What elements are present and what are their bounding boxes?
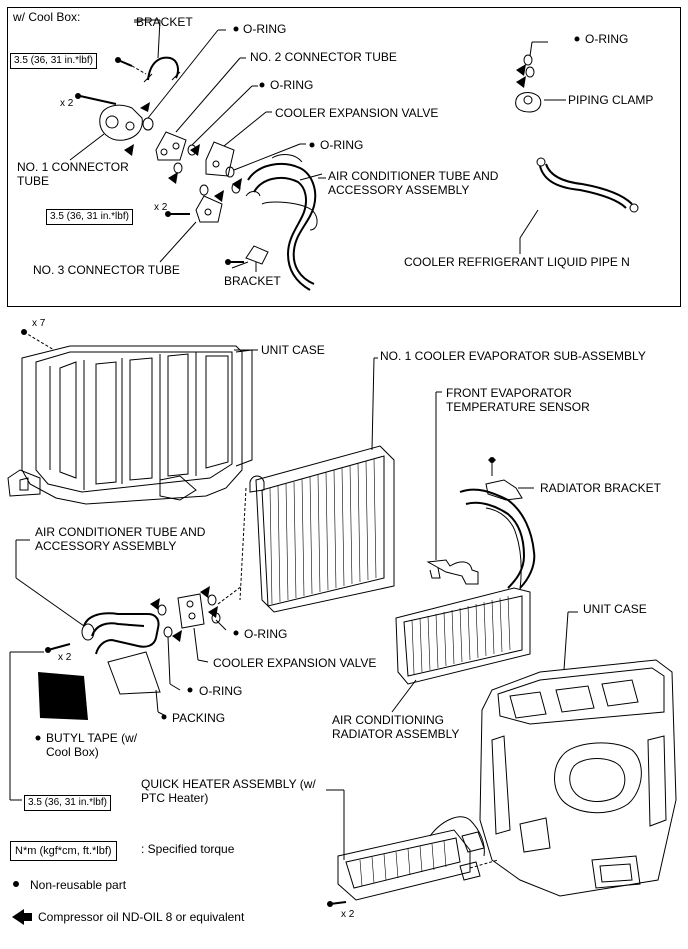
legend-nonreusable: Non-reusable part — [30, 878, 127, 892]
cooler-expansion-valve-part-coolbox — [205, 111, 272, 177]
unit-case-top-part — [7, 331, 258, 505]
label-radiator-line1: AIR CONDITIONING — [332, 713, 445, 727]
label-no2-connector-tube: NO. 2 CONNECTOR TUBE — [250, 50, 397, 64]
label-packing: PACKING — [172, 711, 226, 725]
legend-torque-desc: : Specified torque — [141, 842, 235, 856]
oring-group-3 — [225, 143, 306, 178]
label-oring-2: O-RING — [270, 78, 314, 92]
label-cooler-refrigerant-pipe: COOLER REFRIGERANT LIQUID PIPE N — [404, 255, 630, 269]
label-front-sensor-line2: TEMPERATURE SENSOR — [446, 400, 590, 414]
label-butyl-line1: BUTYL TAPE (w/ — [46, 731, 138, 745]
label-quick-heater-line2: PTC Heater) — [141, 791, 209, 805]
label-unit-case-right: UNIT CASE — [583, 602, 647, 616]
quantity-label-2: x 2 — [154, 202, 168, 213]
label-butyl-line2: Cool Box) — [46, 745, 99, 759]
label-ac-tube-coolbox-line2: ACCESSORY ASSEMBLY — [328, 183, 470, 197]
legend-compressor-oil: Compressor oil ND-OIL 8 or equivalent — [38, 910, 245, 924]
label-ac-tube-coolbox-line1: AIR CONDITIONER TUBE AND — [328, 169, 499, 183]
label-radiator-bracket: RADIATOR BRACKET — [540, 481, 661, 495]
front-evaporator-temperature-sensor-part — [426, 391, 479, 585]
quantity-label-heater: x 2 — [341, 909, 355, 920]
quantity-label-tube: x 2 — [58, 652, 72, 663]
no2-connector-tube-part — [155, 57, 246, 161]
cool-box-frame — [7, 7, 681, 307]
oring-group-1 — [142, 29, 226, 131]
torque-spec-2: 3.5 (36, 31 in.*lbf) — [46, 209, 133, 225]
compressor-oil-arrow-icon — [12, 909, 32, 925]
label-oring-3: O-RING — [320, 138, 364, 152]
oring-group-2 — [187, 85, 258, 156]
label-cooler-expansion-valve-main: COOLER EXPANSION VALVE — [213, 656, 377, 670]
label-no3-connector-tube: NO. 3 CONNECTOR TUBE — [33, 263, 180, 277]
quantity-label-unit-case: x 7 — [32, 318, 46, 329]
cooler-refrigerant-liquid-pipe-part — [519, 157, 639, 254]
cooler-expansion-valve-part-main — [177, 593, 209, 663]
label-oring-right: O-RING — [585, 32, 629, 46]
no3-connector-tube-part — [159, 195, 223, 263]
radiator-bracket-part — [459, 459, 536, 591]
torque-spec-3: 3.5 (36, 31 in.*lbf) — [24, 795, 111, 811]
coolbox-title: w/ Cool Box: — [13, 10, 81, 24]
label-ac-tube-main-line1: AIR CONDITIONER TUBE AND — [35, 525, 206, 539]
quick-heater-part — [326, 789, 499, 901]
ac-tube-assembly-part-coolbox — [245, 154, 323, 291]
label-evaporator: NO. 1 COOLER EVAPORATOR SUB-ASSEMBLY — [380, 349, 646, 363]
torque-spec-1: 3.5 (36, 31 in.*lbf) — [10, 53, 97, 69]
bracket-top-part — [134, 19, 181, 83]
packing-part — [107, 651, 167, 717]
label-bracket-bottom: BRACKET — [224, 274, 281, 288]
quantity-label-1: x 2 — [60, 98, 74, 109]
label-no1-connector-line2: TUBE — [17, 174, 50, 188]
label-bracket-top: BRACKET — [136, 15, 193, 29]
label-front-sensor-line1: FRONT EVAPORATOR — [446, 386, 572, 400]
no1-connector-tube-part — [69, 104, 143, 161]
label-ac-tube-main-line2: ACCESSORY ASSEMBLY — [35, 539, 177, 553]
label-unit-case-top: UNIT CASE — [261, 343, 325, 357]
bracket-bottom-part — [228, 245, 269, 272]
label-radiator-line2: RADIATOR ASSEMBLY — [332, 727, 460, 741]
label-oring-b: O-RING — [199, 684, 243, 698]
right-oring-parts — [523, 41, 548, 78]
butyl-tape-part — [38, 672, 88, 720]
oring-parts-main — [157, 585, 243, 691]
label-no1-connector-line1: NO. 1 CONNECTOR — [17, 160, 129, 174]
non-reusable-bullet-icon — [13, 881, 19, 887]
radiator-part — [391, 587, 531, 713]
label-cooler-expansion-valve-coolbox: COOLER EXPANSION VALVE — [275, 106, 439, 120]
ac-tube-assembly-part-main — [15, 539, 160, 655]
legend-torque-box: N*m (kgf*cm, ft.*lbf) — [10, 841, 117, 861]
evaporator-part — [239, 357, 395, 613]
bolt-parts-main — [9, 643, 347, 905]
label-oring-1: O-RING — [243, 22, 287, 36]
label-oring-a: O-RING — [244, 627, 288, 641]
label-quick-heater-line1: QUICK HEATER ASSEMBLY (w/ — [141, 777, 316, 791]
label-piping-clamp: PIPING CLAMP — [568, 93, 654, 107]
bolt-parts-coolbox — [79, 59, 190, 215]
piping-clamp-part — [515, 92, 566, 113]
unit-case-right-part — [479, 611, 677, 897]
